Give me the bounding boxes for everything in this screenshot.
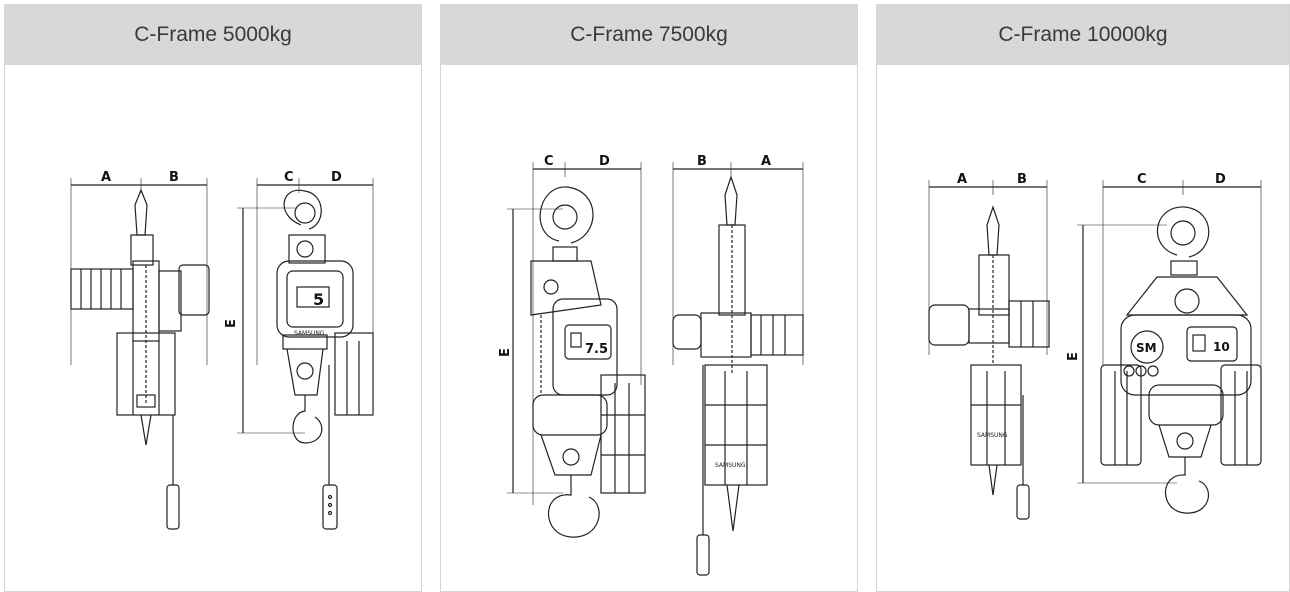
- dimension-label-a: A: [101, 170, 111, 185]
- hoist-drawing: A B C D E 10 SM SAMSUNG: [928, 172, 1262, 520]
- logo-mark: SM: [1136, 341, 1157, 355]
- hoist-diagram-5000: A B C D E 5 SAMSUNG: [5, 65, 421, 592]
- dimension-label-c: C: [544, 154, 554, 169]
- brand-plate: SAMSUNG: [977, 432, 1008, 439]
- dimension-label-d: D: [331, 170, 342, 185]
- dimension-label-c: C: [1137, 172, 1147, 187]
- product-card-5000: C-Frame 5000kg: [4, 4, 422, 592]
- product-card-7500: C-Frame 7500kg: [440, 4, 858, 592]
- dimension-label-d: D: [599, 154, 610, 169]
- dimension-label-b: B: [1017, 172, 1027, 187]
- dimension-label-e: E: [1066, 352, 1081, 361]
- hoist-diagram-10000: A B C D E 10 SM SAMSUNG: [877, 65, 1289, 592]
- hoist-diagram-7500: C D B A E 7.5 SAMSUNG: [441, 65, 857, 592]
- dimension-label-a: A: [957, 172, 967, 187]
- card-title: C-Frame 7500kg: [441, 5, 857, 65]
- capacity-mark: 5: [313, 290, 324, 309]
- dimension-label-b: B: [697, 154, 707, 169]
- dimension-label-d: D: [1215, 172, 1226, 187]
- dimension-label-b: B: [169, 170, 179, 185]
- card-title: C-Frame 5000kg: [5, 5, 421, 65]
- dimension-label-c: C: [284, 170, 294, 185]
- brand-plate: SAMSUNG: [715, 462, 746, 469]
- dimension-label-e: E: [224, 319, 239, 328]
- capacity-mark: 7.5: [585, 342, 608, 357]
- card-title: C-Frame 10000kg: [877, 5, 1289, 65]
- dimension-label-a: A: [761, 154, 771, 169]
- hoist-drawing: A B C D E 5 SAMSUNG: [70, 170, 374, 530]
- hoist-drawing: C D B A E 7.5 SAMSUNG: [498, 154, 804, 576]
- dimension-label-e: E: [498, 348, 513, 357]
- brand-plate: SAMSUNG: [294, 330, 325, 337]
- capacity-mark: 10: [1213, 340, 1230, 354]
- product-card-10000: C-Frame 10000kg: [876, 4, 1290, 592]
